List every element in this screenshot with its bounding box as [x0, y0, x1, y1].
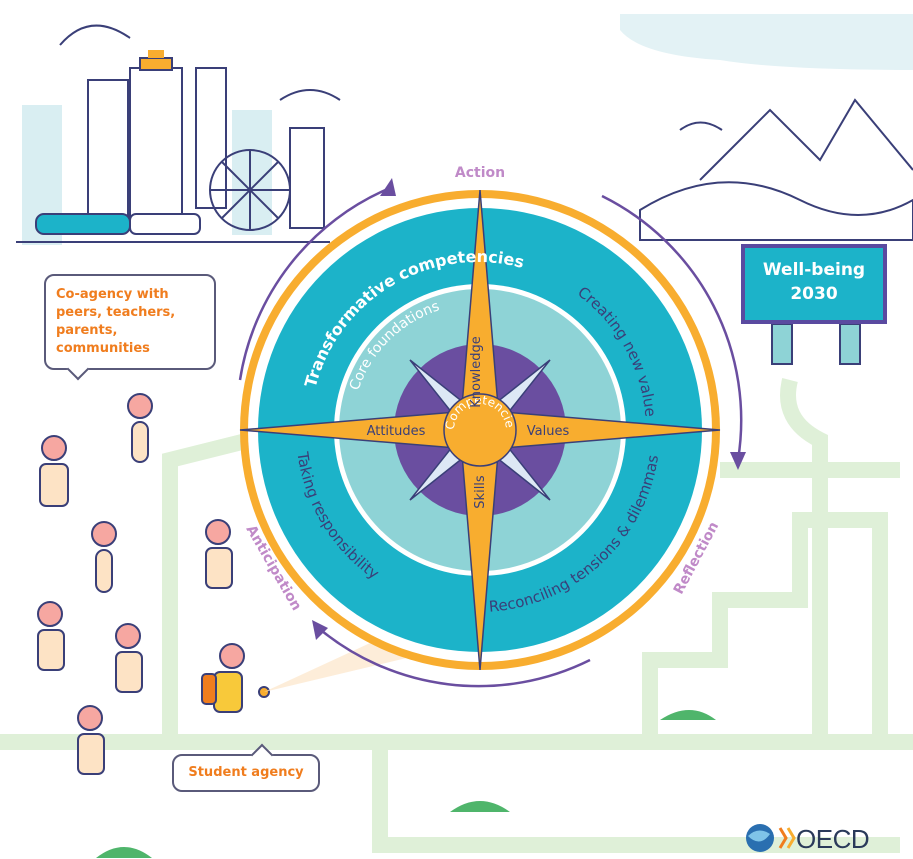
arrow-heads — [312, 178, 746, 640]
cycle-arrows — [238, 186, 743, 688]
compass-south-label: Skills — [473, 475, 488, 509]
arrow-anticipation — [315, 625, 591, 688]
co-agency-text: Co-agency with peers, teachers, parents,… — [56, 287, 176, 356]
compass-north-label: Knowledge — [469, 336, 484, 407]
compass-east-label: Values — [527, 424, 570, 439]
sign-posts — [771, 323, 861, 365]
bushes — [96, 710, 716, 858]
oecd-logo-text: OECD — [796, 824, 870, 854]
green-paths — [0, 378, 913, 853]
mountains — [639, 98, 913, 241]
city-skyline — [16, 24, 341, 245]
co-agency-callout: Co-agency with peers, teachers, parents,… — [44, 274, 216, 381]
student-agency-text: Student agency — [188, 765, 304, 780]
arrow-reflection — [601, 194, 743, 461]
compass-center — [443, 393, 517, 467]
arrow-action — [238, 186, 391, 381]
sky-cloud-shape — [620, 14, 913, 70]
compass-west-label: Attitudes — [367, 424, 426, 439]
people-figures — [37, 393, 270, 775]
well-being-title: Well-being — [762, 260, 866, 280]
learning-compass — [239, 189, 721, 671]
student-agency-callout: Student agency — [172, 743, 320, 792]
action-label: Action — [455, 165, 505, 181]
well-being-sign: Well-being 2030 — [741, 244, 887, 324]
well-being-year: 2030 — [790, 284, 838, 304]
compass-point-labels: Knowledge Values Skills Attitudes — [367, 336, 570, 508]
background-scenery — [0, 14, 913, 858]
oecd-globe-icon — [746, 824, 796, 852]
